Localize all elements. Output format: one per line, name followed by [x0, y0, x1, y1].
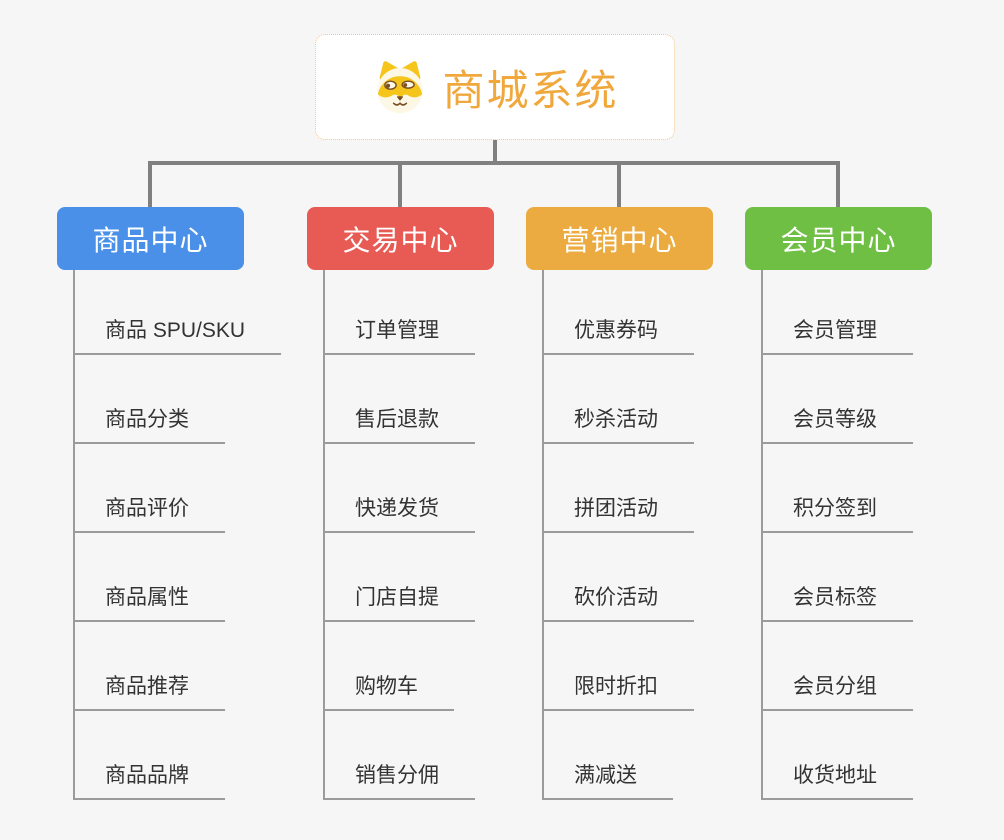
branch-item: 会员管理: [761, 266, 985, 355]
branch-item-label[interactable]: 优惠券码: [542, 314, 694, 355]
branch-header[interactable]: 营销中心: [526, 207, 713, 270]
branch-item: 商品分类: [73, 355, 297, 444]
branch-header[interactable]: 商品中心: [57, 207, 244, 270]
branch-item-label[interactable]: 订单管理: [323, 314, 475, 355]
branch-header[interactable]: 交易中心: [307, 207, 494, 270]
root-title: 商城系统: [442, 66, 619, 114]
branch-item-label[interactable]: 会员等级: [761, 403, 913, 444]
root-node[interactable]: 商城系统: [315, 34, 675, 140]
branch-item: 积分签到: [761, 444, 985, 533]
branch-trunk-line: [542, 270, 544, 800]
branch-item-label[interactable]: 积分签到: [761, 492, 913, 533]
branch-items: 商品 SPU/SKU 商品分类 商品评价 商品属性 商品推荐 商品品牌: [73, 266, 297, 800]
branch-item: 拼团活动: [542, 444, 766, 533]
branch-item-label[interactable]: 满减送: [542, 759, 673, 800]
branch-item: 会员等级: [761, 355, 985, 444]
branch-item-label[interactable]: 会员标签: [761, 581, 913, 622]
branch-items: 订单管理 售后退款 快递发货 门店自提 购物车 销售分佣: [323, 266, 547, 800]
branch-item-label[interactable]: 销售分佣: [323, 759, 475, 800]
branch-item-label[interactable]: 会员管理: [761, 314, 913, 355]
branch-item: 商品属性: [73, 533, 297, 622]
branch-trunk-line: [73, 270, 75, 800]
branch-items: 会员管理 会员等级 积分签到 会员标签 会员分组 收货地址: [761, 266, 985, 800]
branch-item: 限时折扣: [542, 622, 766, 711]
branch-item-label[interactable]: 收货地址: [761, 759, 913, 800]
branch-label: 会员中心: [780, 224, 897, 256]
branch-item-label[interactable]: 购物车: [323, 670, 454, 711]
branch-trunk-line: [323, 270, 325, 800]
branch-item-label[interactable]: 商品评价: [73, 492, 225, 533]
branch-item-label[interactable]: 商品 SPU/SKU: [73, 314, 282, 355]
branch-item-label[interactable]: 拼团活动: [542, 492, 694, 533]
branch-item: 收货地址: [761, 711, 985, 800]
branch-item-label[interactable]: 限时折扣: [542, 670, 694, 711]
branch-item: 商品评价: [73, 444, 297, 533]
branch-item-label[interactable]: 快递发货: [323, 492, 475, 533]
branch-item: 商品推荐: [73, 622, 297, 711]
branch: 交易中心 订单管理 售后退款 快递发货 门店自提 购物车 销售分佣: [307, 207, 547, 800]
branch: 商品中心 商品 SPU/SKU 商品分类 商品评价 商品属性 商品推荐 商品品牌: [57, 207, 297, 800]
branch-item: 满减送: [542, 711, 766, 800]
branch-item-label[interactable]: 秒杀活动: [542, 403, 694, 444]
branch-items: 优惠券码 秒杀活动 拼团活动 砍价活动 限时折扣 满减送: [542, 266, 766, 800]
branch-item-label[interactable]: 商品推荐: [73, 670, 225, 711]
branch-item: 砍价活动: [542, 533, 766, 622]
branch-item-label[interactable]: 商品品牌: [73, 759, 225, 800]
branch-item: 销售分佣: [323, 711, 547, 800]
branch-item: 优惠券码: [542, 266, 766, 355]
branch-item: 快递发货: [323, 444, 547, 533]
branch-label: 营销中心: [561, 224, 678, 256]
branch-item: 门店自提: [323, 533, 547, 622]
branch-item-label[interactable]: 砍价活动: [542, 581, 694, 622]
branch-item: 商品品牌: [73, 711, 297, 800]
branch-item-label[interactable]: 会员分组: [761, 670, 913, 711]
branch-item-label[interactable]: 商品分类: [73, 403, 225, 444]
branch-item: 秒杀活动: [542, 355, 766, 444]
branch-trunk-line: [761, 270, 763, 800]
branch-item: 商品 SPU/SKU: [73, 266, 297, 355]
branch-item: 会员标签: [761, 533, 985, 622]
branch-item: 售后退款: [323, 355, 547, 444]
branch-item: 购物车: [323, 622, 547, 711]
branch: 营销中心 优惠券码 秒杀活动 拼团活动 砍价活动 限时折扣 满减送: [526, 207, 766, 800]
branch-item-label[interactable]: 售后退款: [323, 403, 475, 444]
branch: 会员中心 会员管理 会员等级 积分签到 会员标签 会员分组 收货地址: [745, 207, 985, 800]
branch-item: 订单管理: [323, 266, 547, 355]
shiba-dog-icon: [377, 61, 424, 114]
branch-item-label[interactable]: 门店自提: [323, 581, 475, 622]
branch-item: 会员分组: [761, 622, 985, 711]
branch-label: 交易中心: [342, 224, 459, 256]
branch-label: 商品中心: [92, 224, 209, 256]
branch-item-label[interactable]: 商品属性: [73, 581, 225, 622]
branch-header[interactable]: 会员中心: [745, 207, 932, 270]
